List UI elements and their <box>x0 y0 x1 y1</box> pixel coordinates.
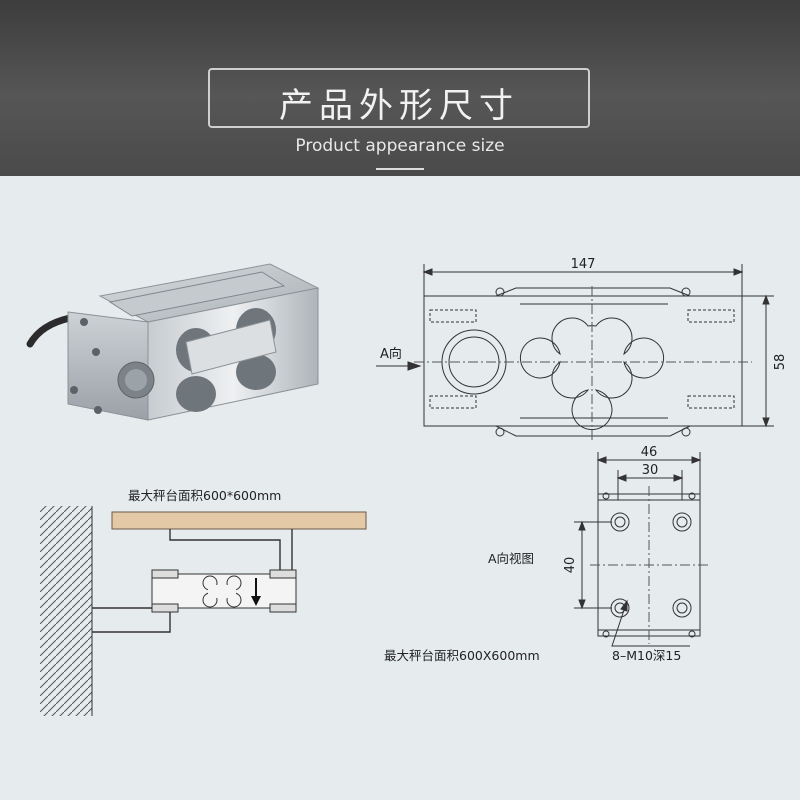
dim-width-label: 147 <box>571 257 596 272</box>
load-arrow-head <box>251 596 261 606</box>
installation-diagram <box>40 506 367 716</box>
dim-40-label: 40 <box>563 557 578 574</box>
plate-bolt <box>681 427 691 437</box>
dim-arrow <box>673 474 684 482</box>
cell-cutout <box>202 575 242 608</box>
thread-hole <box>687 395 735 409</box>
screw-hole <box>92 348 100 356</box>
dim-46-label: 46 <box>641 445 658 460</box>
cell-clamp <box>151 569 179 579</box>
page-title: 产品外形尺寸 <box>279 86 519 126</box>
thread-hole <box>687 309 735 323</box>
header-banner: 产品外形尺寸 Product appearance size <box>0 0 800 176</box>
wall-hatch <box>40 506 92 716</box>
bottom-plate-outline <box>495 425 691 437</box>
screw-hole <box>80 318 88 326</box>
end-hole-inner <box>125 369 147 391</box>
plate-bolt <box>688 492 696 500</box>
cutout <box>236 354 276 390</box>
cutout <box>176 376 216 412</box>
a-direction-label: A向 <box>380 346 402 362</box>
thread-hole <box>429 309 477 323</box>
plate-bolt <box>688 630 696 638</box>
installation-platform-label: 最大秤台面积600*600mm <box>128 488 281 503</box>
load-cell-illustration <box>26 263 320 421</box>
dim-arrow <box>733 268 744 276</box>
a-direction-arrow <box>407 361 422 371</box>
dim-arrow <box>616 474 627 482</box>
dim-arrow <box>691 456 702 464</box>
platform-bracket <box>169 529 281 574</box>
thread-spec-label: 8–M10深15 <box>612 648 681 663</box>
cable <box>26 314 74 348</box>
dim-height-label: 58 <box>773 354 788 371</box>
front-view-drawing <box>376 264 774 440</box>
plate-bolt <box>602 630 610 638</box>
plate-bolt <box>681 287 691 297</box>
dim-arrow <box>596 456 607 464</box>
plate-bolt <box>495 287 505 297</box>
center-beam <box>185 319 277 375</box>
thread-hole <box>429 395 477 409</box>
dim-arrow <box>762 417 770 428</box>
screw-hole <box>94 406 102 414</box>
top-plate-outline <box>495 287 691 297</box>
title-frame: 产品外形尺寸 <box>208 68 590 128</box>
side-view-title: A向视图 <box>488 551 534 566</box>
center-cutout <box>519 317 665 431</box>
side-view-drawing <box>574 452 710 647</box>
side-platform-label: 最大秤台面积600X600mm <box>384 648 540 663</box>
page-subtitle: Product appearance size <box>295 136 505 156</box>
plate-bolt <box>495 427 505 437</box>
thread-leader <box>611 600 690 647</box>
cell-clamp <box>151 603 179 613</box>
dim-arrow <box>578 520 586 531</box>
screw-hole <box>70 386 78 394</box>
leader-arrow <box>620 599 628 612</box>
plate-bolt <box>602 492 610 500</box>
top-plate <box>108 271 286 317</box>
dim-30-label: 30 <box>642 463 659 478</box>
subtitle-underline <box>376 168 424 170</box>
threaded-holes <box>429 309 735 409</box>
weighing-platform <box>111 511 367 530</box>
front-body-outline <box>423 295 743 427</box>
dim-arrow <box>762 294 770 305</box>
cell-clamp <box>269 603 297 613</box>
wall-bracket <box>92 608 171 633</box>
dim-arrow <box>422 268 433 276</box>
cell-clamp <box>269 569 297 579</box>
dim-arrow <box>578 599 586 610</box>
